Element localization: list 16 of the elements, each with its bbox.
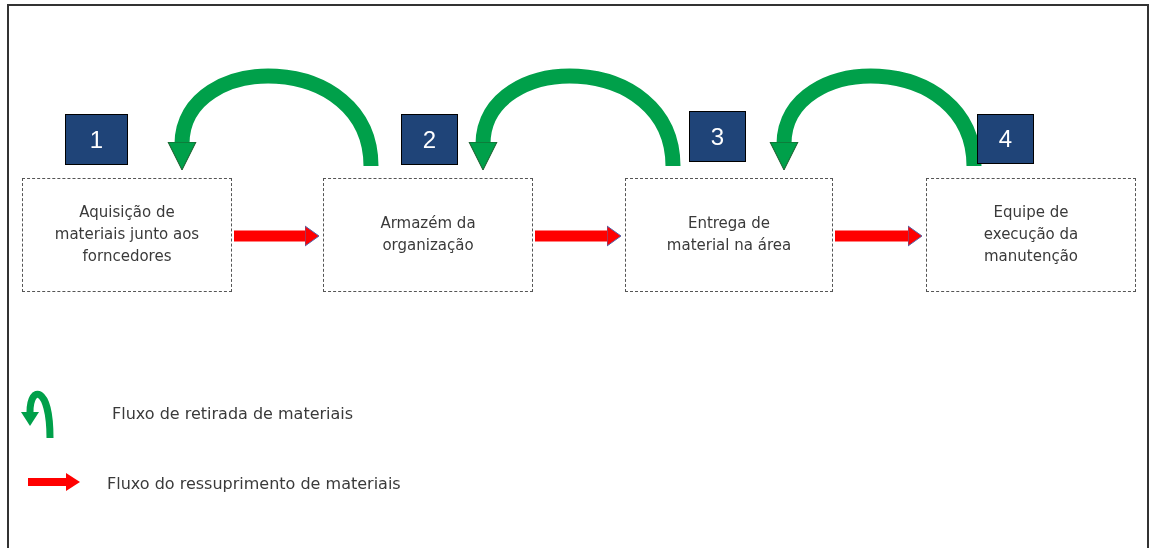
process-box: Armazém da organização bbox=[323, 178, 533, 292]
number-badge: 3 bbox=[689, 111, 746, 162]
arrow bbox=[469, 68, 681, 171]
number-badge: 2 bbox=[401, 114, 458, 165]
process-box: Equipe de execução da manutenção bbox=[926, 178, 1136, 292]
arrow bbox=[770, 68, 982, 171]
arrow bbox=[168, 68, 379, 171]
arrow bbox=[535, 225, 622, 247]
arrow bbox=[234, 225, 320, 247]
legend-text: Fluxo do ressuprimento de materiais bbox=[107, 474, 401, 493]
process-box: Entrega de material na área bbox=[625, 178, 833, 292]
legend-text: Fluxo de retirada de materiais bbox=[112, 404, 354, 423]
number-badge: 4 bbox=[977, 114, 1034, 164]
process-box: Aquisição de materiais junto aos forncedores bbox=[22, 178, 232, 292]
arrow bbox=[835, 225, 923, 247]
number-badge: 1 bbox=[65, 114, 128, 165]
